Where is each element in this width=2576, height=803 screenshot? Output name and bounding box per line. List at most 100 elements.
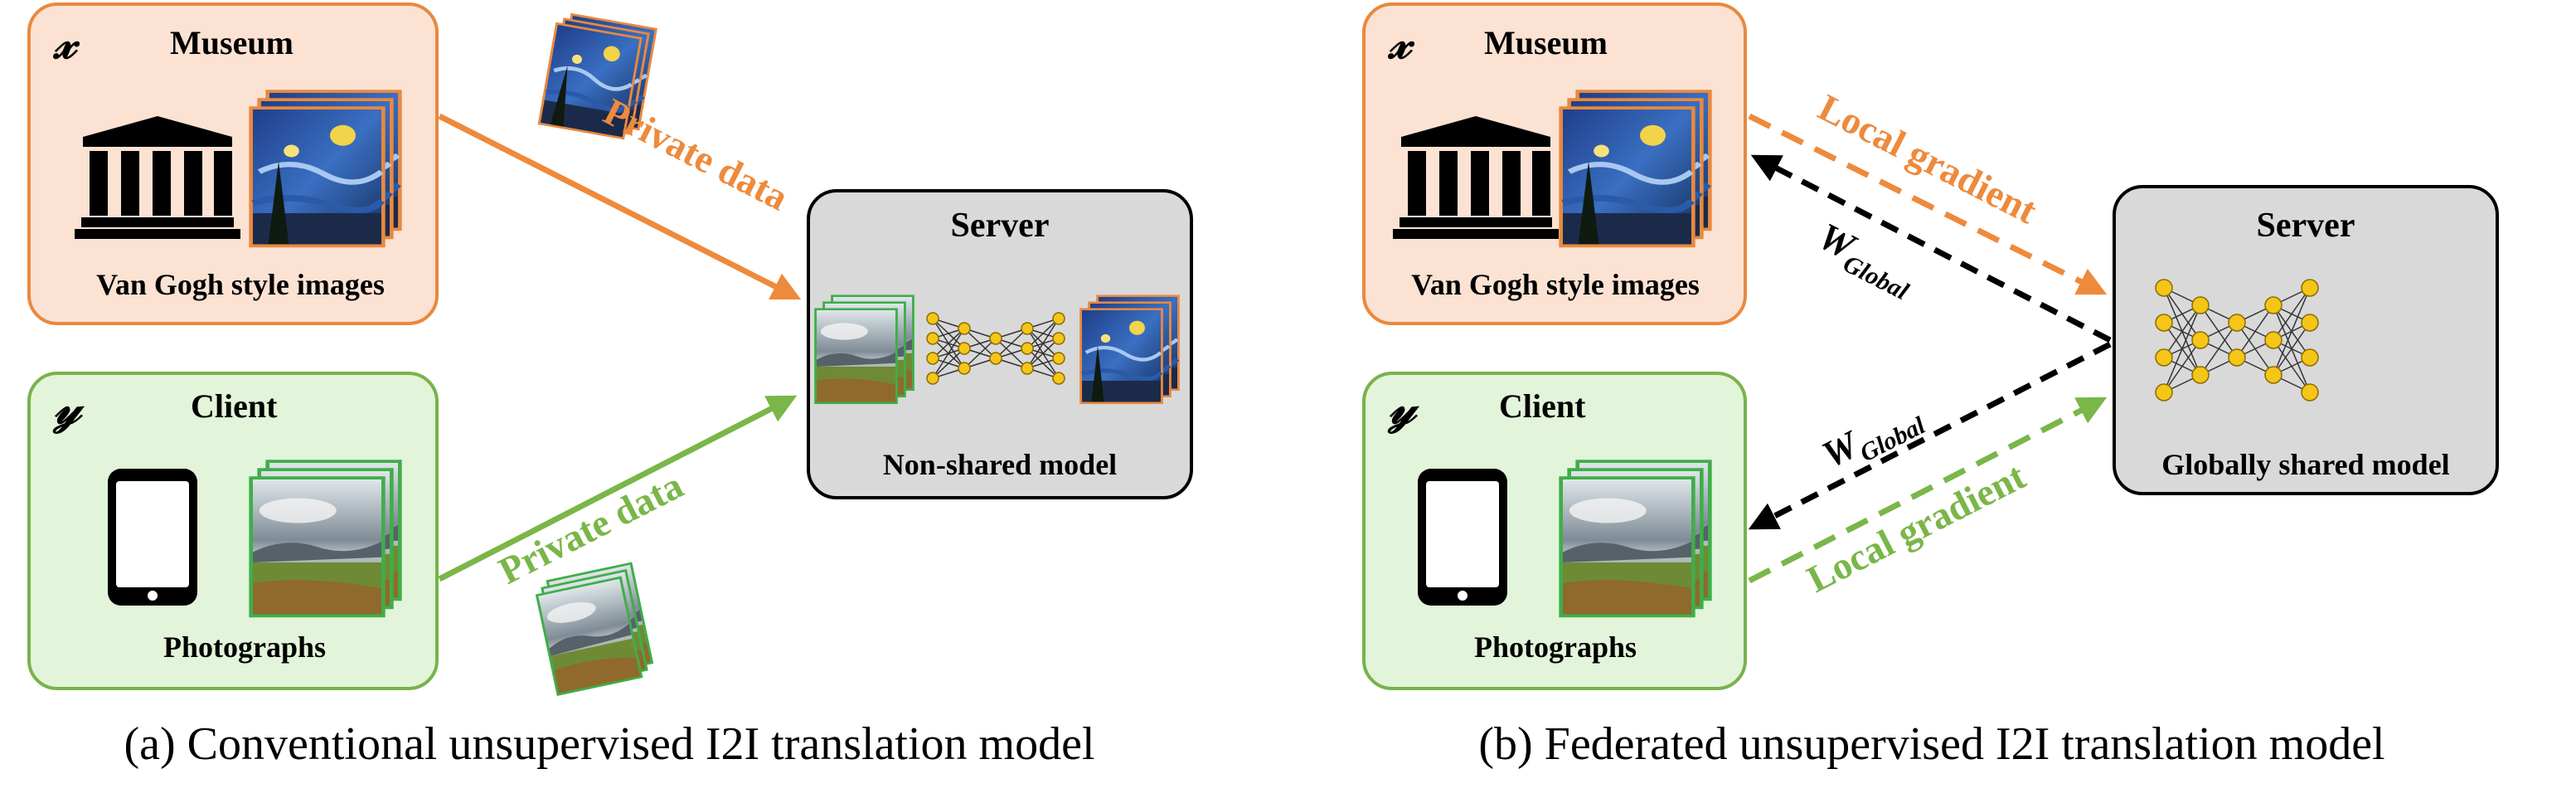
network-node — [2264, 331, 2283, 349]
network-node — [2228, 348, 2246, 367]
network-edge — [2236, 304, 2274, 358]
panel-b-client-box: 𝓎 Client Photographs — [1362, 372, 1747, 690]
w-global-top-sub: Global — [1839, 250, 1914, 306]
neural-network-icon — [2155, 279, 2319, 402]
panel-b-caption: (b) Federated unsupervised I2I translati… — [1478, 718, 2384, 770]
network-node — [2155, 383, 2173, 402]
network-node — [2155, 348, 2173, 367]
photo-stack-icon — [814, 294, 914, 405]
w-global-arrow-bottom — [1748, 341, 2112, 530]
w-global-bottom-sub: Global — [1856, 411, 1930, 468]
panel-a-client-box: 𝓎 Client Photographs — [27, 372, 439, 690]
network-edge — [2163, 304, 2201, 358]
network-edge — [2200, 322, 2238, 376]
floating-photo-stack-icon — [535, 562, 654, 696]
smartphone-icon — [1418, 469, 1507, 606]
painting-stack-icon — [1559, 90, 1711, 247]
panel-a-client-caption: Photographs — [163, 630, 326, 664]
network-node — [1052, 352, 1065, 365]
network-edge — [963, 338, 997, 369]
network-node — [1021, 342, 1034, 355]
panel-b-museum-box: 𝓍 Museum Van Gogh style images — [1362, 2, 1747, 325]
network-node — [926, 372, 939, 385]
network-edge — [2273, 322, 2311, 376]
network-node — [2301, 314, 2319, 332]
museum-building-icon — [1393, 116, 1559, 239]
local-gradient-arrow-top — [1748, 113, 2108, 295]
local-gradient-arrow-bottom — [1748, 397, 2108, 584]
network-edge — [1026, 338, 1060, 369]
network-node — [2155, 279, 2173, 297]
panel-b-museum-var: 𝓍 — [1387, 17, 1415, 69]
panel-a-server-title: Server — [951, 207, 1050, 245]
panel-a-museum-caption: Van Gogh style images — [96, 268, 385, 301]
network-node — [2155, 314, 2173, 332]
network-edge — [2273, 287, 2311, 376]
network-node — [2191, 366, 2210, 384]
network-node — [2301, 279, 2319, 297]
network-node — [1021, 322, 1034, 335]
w-global-label-bottom: WGlobal — [1815, 392, 1930, 483]
network-edge — [1026, 318, 1060, 369]
network-node — [1052, 312, 1065, 325]
network-node — [2228, 314, 2246, 332]
w-global-label-top: WGlobal — [1808, 214, 1924, 305]
panel-b-server-caption: Globally shared model — [2161, 448, 2449, 481]
network-edge — [2163, 339, 2201, 393]
network-edge — [2163, 304, 2201, 393]
panel-a-client-title: Client — [191, 387, 278, 425]
panel-b-museum-title: Museum — [1484, 24, 1608, 61]
painting-stack-icon — [249, 90, 401, 247]
network-edge — [1026, 318, 1060, 349]
network-node — [989, 332, 1002, 345]
neural-network-icon — [926, 312, 1065, 385]
network-edge — [932, 348, 965, 379]
network-node — [2191, 296, 2210, 314]
local-gradient-label-top: Local gradient — [1812, 85, 2044, 231]
network-node — [1052, 332, 1065, 345]
svg-text:WGlobal: WGlobal — [1815, 392, 1930, 483]
network-node — [958, 362, 971, 375]
panel-a-private-label-top: Private data — [597, 90, 794, 218]
network-node — [958, 322, 971, 335]
network-node — [2264, 366, 2283, 384]
panel-a-client-var: 𝓎 — [52, 382, 85, 434]
panel-b-server-box: Server Globally shared model — [2113, 185, 2499, 495]
network-edge — [932, 328, 965, 379]
network-node — [1021, 362, 1034, 375]
panel-a-museum-title: Museum — [170, 24, 293, 61]
network-node — [2301, 348, 2319, 367]
network-node — [2191, 331, 2210, 349]
w-global-arrow-top — [1750, 154, 2112, 343]
photo-stack-icon — [1559, 460, 1712, 618]
network-node — [926, 312, 939, 325]
floating-painting-stack-icon — [537, 12, 657, 140]
local-gradient-label-bottom: Local gradient — [1800, 455, 2032, 601]
museum-building-icon — [75, 116, 240, 239]
panel-a-museum-var: 𝓍 — [52, 17, 80, 69]
network-edge — [2273, 287, 2311, 341]
panel-a-private-arrow-top — [438, 113, 802, 300]
network-edge — [932, 328, 965, 359]
network-node — [926, 352, 939, 365]
panel-b-client-caption: Photographs — [1474, 630, 1637, 664]
smartphone-icon — [108, 469, 197, 606]
network-node — [2301, 383, 2319, 402]
panel-a-caption: (a) Conventional unsupervised I2I transl… — [124, 718, 1094, 770]
panel-a-private-arrow-bottom — [438, 395, 798, 582]
svg-text:WGlobal: WGlobal — [1808, 214, 1924, 305]
network-node — [958, 342, 971, 355]
network-node — [926, 332, 939, 345]
panel-b-server-title: Server — [2257, 207, 2355, 245]
network-edge — [995, 328, 1028, 359]
painting-stack-icon — [1079, 294, 1180, 404]
network-node — [989, 352, 1002, 365]
photo-stack-icon — [249, 460, 402, 618]
panel-b-museum-caption: Van Gogh style images — [1411, 268, 1700, 301]
panel-a-server-box: Server Non-shared model — [807, 189, 1193, 499]
network-node — [2264, 296, 2283, 314]
panel-b-client-var: 𝓎 — [1387, 382, 1420, 434]
panel-a-museum-box: 𝓍 Museum Van Gogh style images — [27, 2, 439, 325]
panel-b-client-title: Client — [1499, 387, 1586, 425]
